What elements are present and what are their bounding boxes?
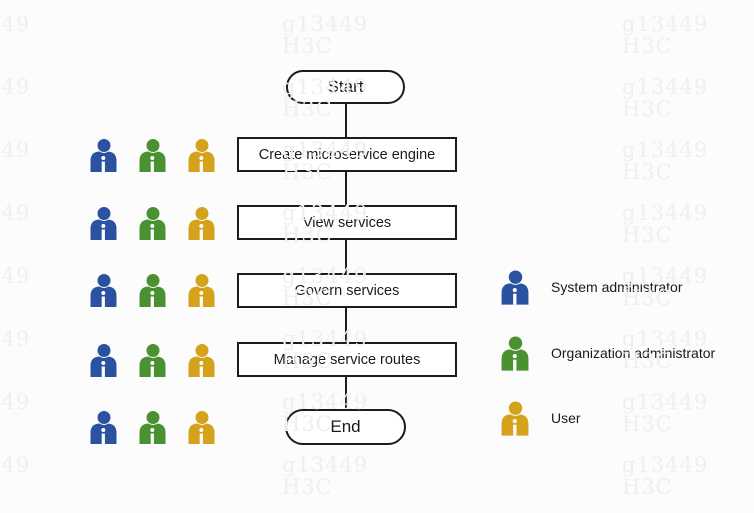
user-icon — [188, 343, 215, 377]
user-icon — [188, 410, 215, 444]
step-manage-service-routes: Manage service routes — [237, 342, 457, 377]
user-icon — [90, 273, 117, 307]
actor-icon-user — [187, 410, 216, 444]
user-icon — [501, 335, 529, 371]
user-icon — [139, 206, 166, 240]
actor-icon-system-administrator — [89, 206, 118, 240]
user-icon — [188, 138, 215, 172]
start-node: Start — [286, 70, 405, 104]
connector-step1-to-step2 — [345, 172, 347, 205]
user-icon — [90, 343, 117, 377]
actor-icon-user — [187, 206, 216, 240]
connector-step3-to-step4 — [345, 308, 347, 342]
user-icon — [139, 410, 166, 444]
actor-icon-user — [187, 138, 216, 172]
end-node: End — [285, 409, 406, 445]
user-icon — [90, 138, 117, 172]
step-create-microservice-engine: Create microservice engine — [237, 137, 457, 172]
user-icon — [501, 400, 529, 436]
organization-administrator-icon — [500, 335, 530, 371]
actor-icon-user — [187, 273, 216, 307]
actor-icon-system-administrator — [89, 410, 118, 444]
user-icon — [501, 269, 529, 305]
step-govern-services: Govern services — [237, 273, 457, 308]
legend-item-organization-administrator: Organization administrator — [500, 334, 715, 372]
actor-icon-organization-administrator — [138, 206, 167, 240]
user-icon — [139, 273, 166, 307]
user-icon — [139, 138, 166, 172]
step-view-services: View services — [237, 205, 457, 240]
user-icon — [500, 400, 530, 436]
actor-icon-organization-administrator — [138, 138, 167, 172]
actor-icon-system-administrator — [89, 138, 118, 172]
step-label: Govern services — [294, 282, 400, 299]
user-icon — [188, 273, 215, 307]
actor-icon-organization-administrator — [138, 343, 167, 377]
legend-label: Organization administrator — [551, 345, 716, 361]
actor-icon-organization-administrator — [138, 273, 167, 307]
actor-icon-system-administrator — [89, 273, 118, 307]
step-label: View services — [302, 214, 392, 231]
user-icon — [188, 206, 215, 240]
legend-label: User — [551, 410, 581, 426]
legend-item-system-administrator: System administrator — [500, 268, 682, 306]
end-label: End — [330, 417, 361, 436]
actor-icon-user — [187, 343, 216, 377]
start-label: Start — [327, 77, 364, 96]
user-icon — [90, 206, 117, 240]
connector-start-to-step1 — [345, 104, 347, 137]
step-label: Create microservice engine — [258, 146, 436, 163]
system-administrator-icon — [500, 269, 530, 305]
user-icon — [90, 410, 117, 444]
connector-step2-to-step3 — [345, 240, 347, 273]
legend-item-user: User — [500, 399, 581, 437]
step-label: Manage service routes — [273, 351, 421, 368]
user-icon — [139, 343, 166, 377]
connector-step4-to-end — [345, 377, 347, 410]
actor-icon-organization-administrator — [138, 410, 167, 444]
actor-icon-system-administrator — [89, 343, 118, 377]
legend-label: System administrator — [551, 279, 683, 295]
